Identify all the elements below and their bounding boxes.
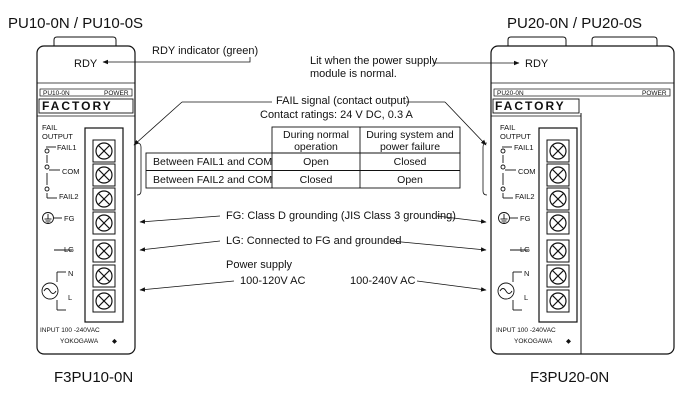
left-n-text: N (68, 269, 73, 278)
left-model-label: PU10-0N (43, 90, 70, 97)
right-terminal-fail1 (546, 139, 570, 163)
right-terminal-l (546, 289, 570, 313)
left-fail-text: FAIL (42, 123, 57, 132)
power-supply-note: Power supply (226, 259, 293, 271)
table-col2-line2: power failure (380, 141, 440, 153)
left-output-text: OUTPUT (42, 132, 73, 141)
right-lg-text: LG (520, 245, 530, 254)
table-row1-label: Between FAIL1 and COM (153, 156, 272, 168)
left-bottom-title: F3PU10-0N (54, 369, 133, 386)
left-module: RDY PU10-0N POWER FACTORY FAIL OUTPUT FA… (36, 36, 136, 355)
left-terminal-fail1 (92, 139, 116, 163)
fg-right-arrow (436, 215, 487, 224)
left-maker-diamond-icon: ◆ (112, 338, 117, 345)
fg-left-arrow (139, 215, 221, 224)
right-fail2-text: FAIL2 (515, 192, 535, 201)
contact-table (145, 126, 461, 189)
right-l-text: L (524, 293, 528, 302)
left-terminal-com (92, 163, 116, 187)
right-output-text: OUTPUT (500, 132, 531, 141)
left-brand: FACTORY (42, 99, 113, 113)
right-fail1-text: FAIL1 (514, 143, 534, 152)
right-title: PU20-0N / PU20-0S (507, 15, 642, 32)
fail-signal-note: FAIL signal (contact output) (276, 95, 410, 107)
lit-note-line1: Lit when the power supply (310, 55, 438, 67)
table-row1-normal: Open (303, 156, 329, 168)
right-fg-text: FG (520, 214, 531, 223)
right-rdy-label: RDY (525, 58, 549, 70)
right-n-text: N (524, 269, 529, 278)
right-com-text: COM (518, 167, 536, 176)
lg-note: LG: Connected to FG and grounded (226, 235, 402, 247)
left-terminal-l (92, 289, 116, 313)
fail-left-arrow (133, 101, 183, 146)
left-title: PU10-0N / PU10-0S (8, 15, 143, 32)
fail-right-arrow (444, 101, 487, 146)
right-terminal-com (546, 163, 570, 187)
right-power-label: POWER (642, 90, 667, 97)
right-terminal-fg (546, 211, 570, 235)
right-input-label: INPUT 100 -240VAC (496, 327, 556, 334)
right-module: RDY PU20-0N POWER FACTORY FAIL OUTPUT FA… (490, 36, 675, 355)
right-terminal-fail2 (546, 187, 570, 211)
lg-right-arrow (390, 240, 487, 252)
lg-left-arrow (139, 240, 221, 252)
left-terminal-fail2 (92, 187, 116, 211)
table-row1-failure: Closed (394, 156, 427, 168)
left-terminal-n (92, 264, 116, 288)
left-rdy-label: RDY (74, 58, 98, 70)
left-fail1-text: FAIL1 (57, 143, 77, 152)
table-row2-label: Between FAIL2 and COM (153, 174, 272, 186)
rdy-indicator-note: RDY indicator (green) (152, 45, 258, 57)
table-row2-normal: Closed (300, 174, 333, 186)
power-right-arrow (416, 280, 487, 292)
left-voltage-note: 100-120V AC (240, 275, 305, 287)
left-terminal-fg (92, 211, 116, 235)
left-terminal-lg (92, 239, 116, 263)
table-row2-failure: Open (397, 174, 423, 186)
table-col1-line2: operation (294, 141, 338, 153)
right-voltage-note: 100-240V AC (350, 275, 415, 287)
right-terminal-lg (546, 239, 570, 263)
right-model-label: PU20-0N (497, 90, 524, 97)
right-maker-diamond-icon: ◆ (566, 338, 571, 345)
left-input-label: INPUT 100 -240VAC (40, 327, 100, 334)
fail-left-bracket (136, 142, 142, 196)
right-maker-label: YOKOGAWA (514, 338, 553, 345)
power-left-arrow (139, 280, 235, 292)
rdy-left-arrow (102, 57, 251, 65)
lit-note-line2: module is normal. (310, 68, 397, 80)
table-col1-line1: During normal (283, 129, 349, 141)
right-brand: FACTORY (495, 99, 566, 113)
fg-note: FG: Class D grounding (JIS Class 3 groun… (226, 210, 456, 222)
right-fail-text: FAIL (500, 123, 515, 132)
fail-right-bracket (482, 142, 488, 196)
left-l-text: L (68, 293, 72, 302)
right-terminal-n (546, 264, 570, 288)
contact-ratings-note: Contact ratings: 24 V DC, 0.3 A (260, 109, 414, 121)
right-bottom-title: F3PU20-0N (530, 369, 609, 386)
left-com-text: COM (62, 167, 80, 176)
left-maker-label: YOKOGAWA (60, 338, 99, 345)
left-power-label: POWER (104, 90, 129, 97)
left-fail2-text: FAIL2 (59, 192, 79, 201)
table-col2-line1: During system and (366, 129, 454, 141)
left-fg-text: FG (64, 214, 75, 223)
left-lg-text: LG (64, 245, 74, 254)
